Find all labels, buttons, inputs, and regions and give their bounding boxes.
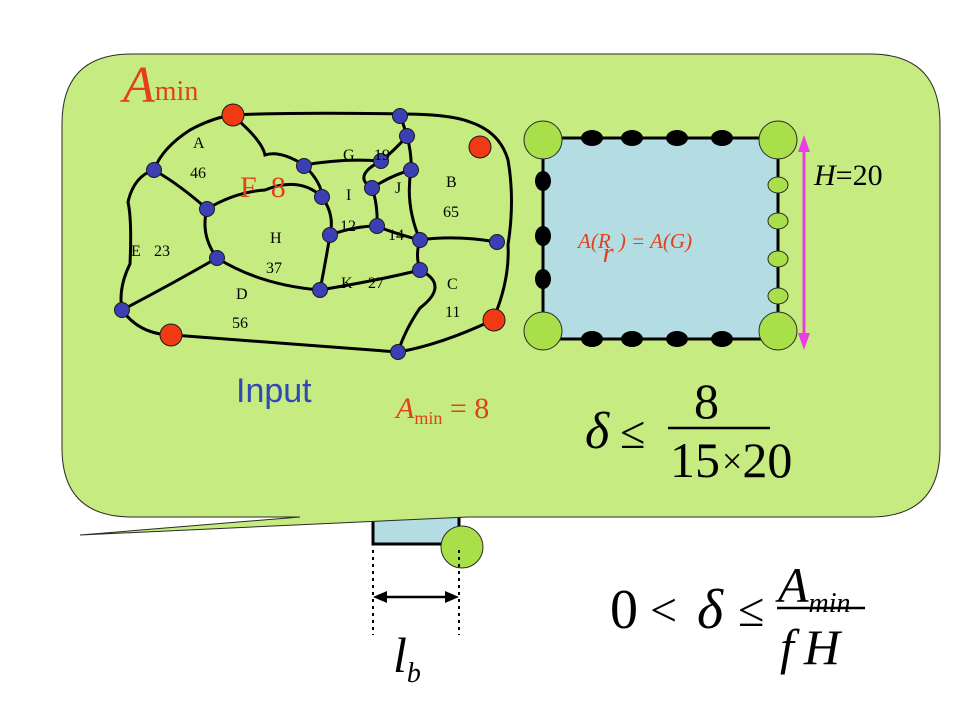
region-E-name: E — [131, 243, 141, 260]
green-corner-node — [523, 311, 563, 351]
red-node-bottom-right — [482, 308, 506, 332]
green-side-node — [767, 250, 789, 268]
green-side-node — [767, 176, 789, 194]
green-corner-node — [523, 120, 563, 160]
region-G-value: 19 — [374, 147, 390, 164]
graph-nodes — [114, 103, 506, 360]
node — [403, 162, 419, 178]
width-arrow-right-head — [445, 591, 459, 603]
node — [535, 171, 551, 191]
layout-rectangle — [541, 136, 780, 341]
region-G-name: G — [343, 147, 355, 164]
node — [621, 331, 643, 347]
node — [146, 162, 162, 178]
node — [314, 189, 330, 205]
formula-numerator: Amin — [775, 557, 851, 619]
node — [392, 108, 408, 124]
region-K-value: 27 — [368, 275, 384, 292]
node — [369, 218, 385, 234]
region-E-value: 23 — [154, 243, 170, 260]
leq-symbol: ≤ — [620, 407, 645, 458]
green-nodes — [523, 120, 798, 351]
node — [412, 232, 428, 248]
node — [390, 344, 406, 360]
node — [581, 331, 603, 347]
base-width-label: lb — [393, 627, 421, 689]
region-J-value: 14 — [388, 227, 404, 244]
region-H-value: 37 — [266, 260, 282, 277]
green-corner-node — [758, 311, 798, 351]
node — [322, 227, 338, 243]
node — [666, 130, 688, 146]
amin-equation: Amin = 8 — [394, 392, 489, 428]
formula-less-than: < — [650, 584, 677, 637]
node — [711, 331, 733, 347]
formula-delta: δ — [697, 579, 724, 641]
region-H-name: H — [270, 230, 282, 247]
node — [621, 130, 643, 146]
green-node-bottom — [440, 525, 484, 569]
node — [312, 282, 328, 298]
green-side-node — [767, 212, 789, 230]
node — [373, 153, 389, 169]
region-C-name: C — [447, 276, 458, 293]
region-I-value: 12 — [340, 218, 356, 235]
formula-zero: 0 — [610, 579, 638, 641]
region-labels: A 46 B 65 C 11 D 56 E 23 G 19 H 37 I 12 … — [131, 135, 460, 332]
bound-denominator: 15×20 — [670, 432, 792, 488]
rectangular-layout: A(Rr ) = A(G) H=20 — [523, 120, 883, 351]
node — [399, 128, 415, 144]
height-arrow-bottom — [798, 333, 810, 350]
region-A-name: A — [193, 135, 205, 152]
edge-7 — [206, 182, 324, 211]
delta-symbol: δ — [585, 403, 610, 460]
edge-8 — [231, 113, 324, 198]
node — [666, 331, 688, 347]
node — [199, 201, 215, 217]
region-C-value: 11 — [445, 304, 460, 321]
node — [535, 226, 551, 246]
region-B-value: 65 — [443, 204, 459, 221]
region-I-name: I — [346, 187, 351, 204]
region-K-name: K — [341, 275, 353, 292]
node — [296, 158, 312, 174]
black-edge-nodes — [535, 130, 733, 347]
height-arrow-top — [798, 135, 810, 152]
node — [489, 234, 505, 250]
node — [535, 269, 551, 289]
region-D-name: D — [236, 286, 248, 303]
width-arrow-left-head — [373, 591, 387, 603]
node — [364, 180, 380, 196]
input-label: Input — [236, 372, 312, 410]
green-corner-node — [758, 120, 798, 160]
edge-5 — [319, 268, 421, 292]
node — [412, 262, 428, 278]
node — [711, 130, 733, 146]
node — [209, 250, 225, 266]
edge-3 — [121, 256, 218, 312]
node — [114, 302, 130, 318]
height-label: H=20 — [813, 159, 883, 192]
region-J-name: J — [395, 180, 401, 197]
green-side-node — [767, 287, 789, 305]
edge-6 — [396, 268, 437, 353]
red-node-top — [221, 103, 245, 127]
region-B-name: B — [446, 174, 457, 191]
region-D-value: 56 — [232, 315, 248, 332]
red-node-right — [468, 135, 492, 159]
node — [581, 130, 603, 146]
region-A-value: 46 — [190, 165, 206, 182]
delta-bound-formula: δ ≤ 8 15×20 — [585, 373, 792, 488]
bound-numerator: 8 — [694, 373, 719, 429]
area-equality-label: A(Rr ) = A(G) — [576, 229, 692, 269]
red-node-bottom-left — [159, 323, 183, 347]
amin-title: Amin — [120, 57, 198, 114]
formula-leq: ≤ — [738, 584, 764, 637]
edge-4 — [216, 256, 321, 292]
